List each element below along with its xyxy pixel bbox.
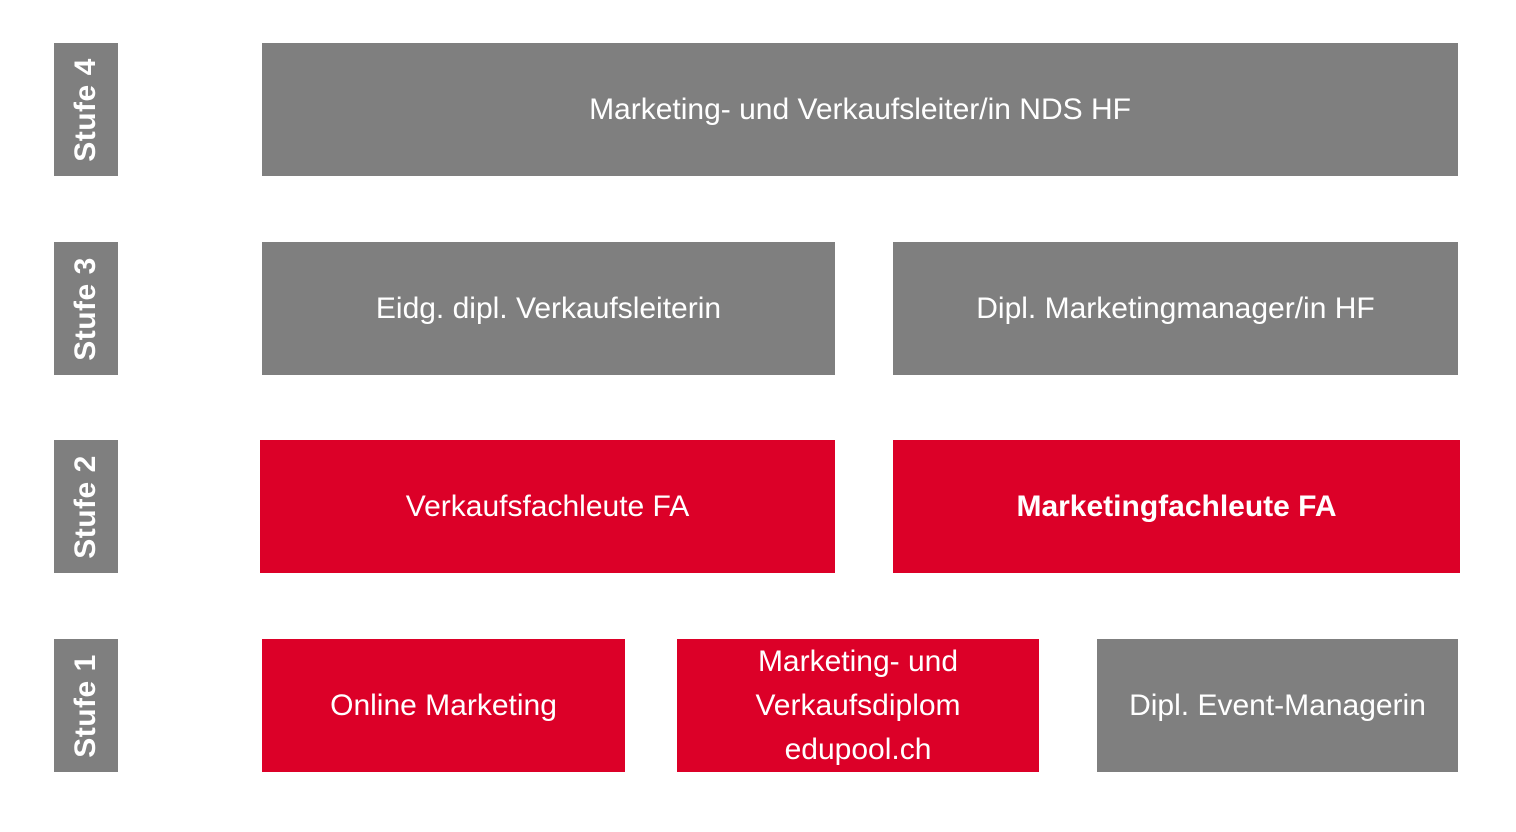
box-marketing-verkaufsdiplom-line-1: Marketing- und xyxy=(757,644,959,678)
stage-label-2-text: Stufe 2 xyxy=(69,454,102,559)
box-verkaufsfachleute: Verkaufsfachleute FA xyxy=(260,440,835,573)
box-marketing-verkaufsleiter-nds-text: Marketing- und Verkaufsleiter/in NDS HF xyxy=(589,92,1131,126)
box-online-marketing: Online Marketing xyxy=(262,639,625,772)
box-marketingmanager-text: Dipl. Marketingmanager/in HF xyxy=(976,291,1375,325)
stage-label-1-text: Stufe 1 xyxy=(69,653,102,758)
box-marketing-verkaufsdiplom: Marketing- und Verkaufsdiplom edupool.ch xyxy=(677,639,1039,772)
box-marketing-verkaufsdiplom-text: Marketing- und Verkaufsdiplom edupool.ch xyxy=(755,640,960,772)
box-marketing-verkaufsleiter-nds: Marketing- und Verkaufsleiter/in NDS HF xyxy=(262,43,1458,176)
stage-label-3: Stufe 3 xyxy=(54,242,118,375)
box-event-managerin-text: Dipl. Event-Managerin xyxy=(1129,688,1426,722)
box-marketing-verkaufsdiplom-line-3: edupool.ch xyxy=(784,732,932,766)
stage-label-4-text: Stufe 4 xyxy=(69,57,102,162)
box-marketingfachleute: Marketingfachleute FA xyxy=(893,440,1460,573)
box-event-managerin: Dipl. Event-Managerin xyxy=(1097,639,1458,772)
box-verkaufsleiterin: Eidg. dipl. Verkaufsleiterin xyxy=(262,242,835,375)
box-verkaufsleiterin-text: Eidg. dipl. Verkaufsleiterin xyxy=(375,291,722,325)
stage-label-1: Stufe 1 xyxy=(54,639,118,772)
stage-label-2: Stufe 2 xyxy=(54,440,118,573)
box-marketingmanager: Dipl. Marketingmanager/in HF xyxy=(893,242,1458,375)
box-marketing-verkaufsdiplom-line-2: Verkaufsdiplom xyxy=(755,688,961,722)
stage-label-4: Stufe 4 xyxy=(54,43,118,176)
box-marketingfachleute-text: Marketingfachleute FA xyxy=(1016,489,1337,523)
box-verkaufsfachleute-text: Verkaufsfachleute FA xyxy=(405,489,690,523)
box-online-marketing-text: Online Marketing xyxy=(330,688,557,722)
stage-label-3-text: Stufe 3 xyxy=(69,256,102,361)
